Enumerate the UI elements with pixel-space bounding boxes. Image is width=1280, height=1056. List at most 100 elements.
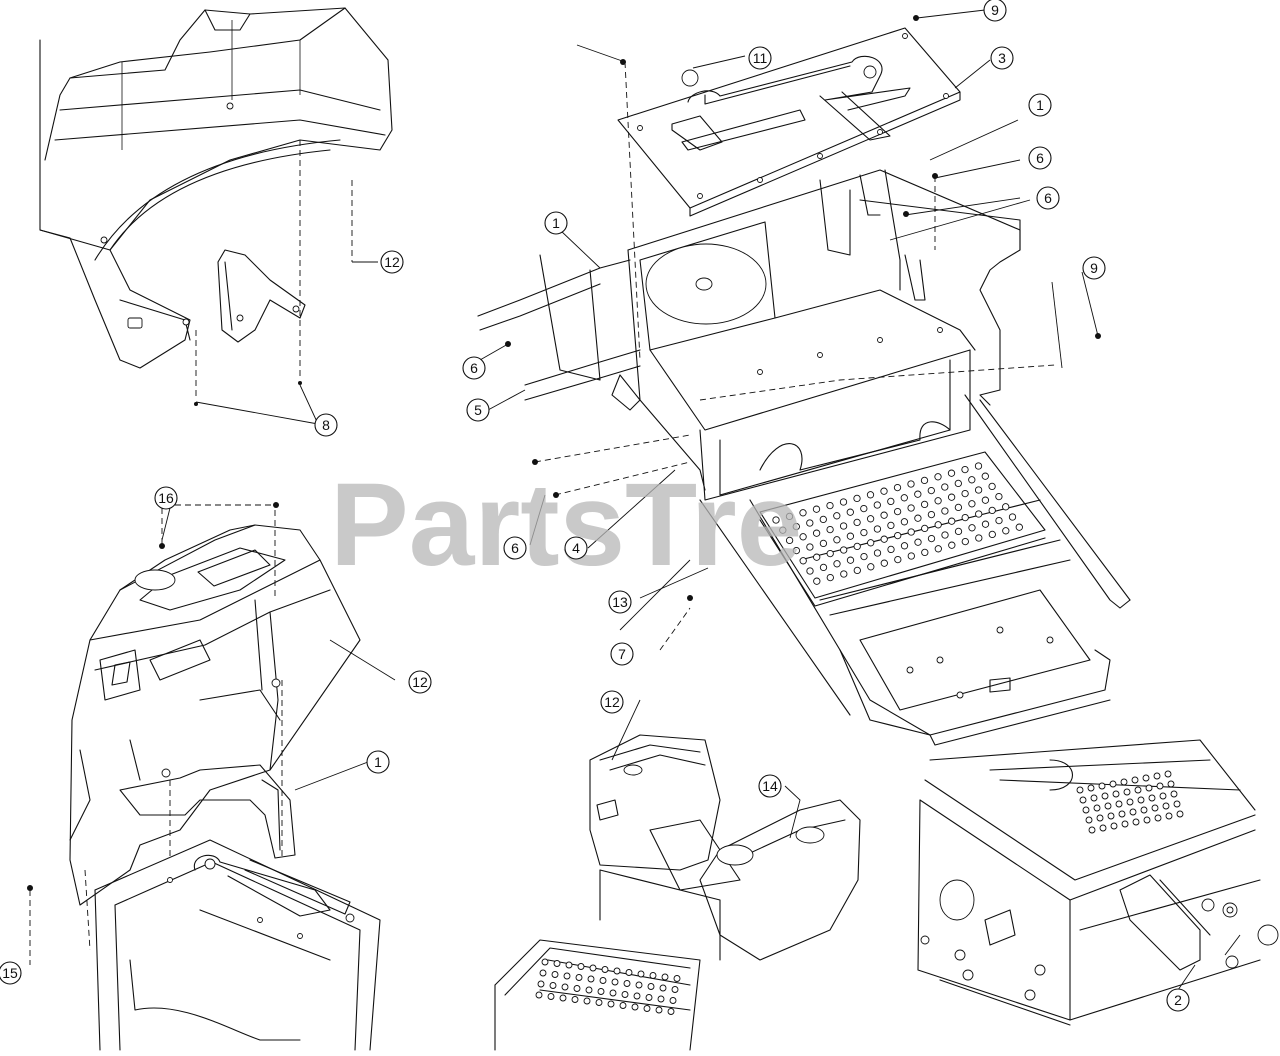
grate-hole xyxy=(1132,818,1140,826)
grate-hole xyxy=(1107,812,1115,820)
svg-text:8: 8 xyxy=(322,417,330,433)
grate-hole xyxy=(799,557,807,565)
grate-hole xyxy=(887,497,895,506)
grate-hole xyxy=(613,967,621,975)
grate-hole xyxy=(657,995,665,1003)
grate-hole xyxy=(1085,816,1093,824)
grate-hole xyxy=(853,566,861,575)
grate-hole xyxy=(894,555,902,564)
grate-hole xyxy=(941,531,949,539)
grate-hole xyxy=(631,1003,639,1011)
grate-hole xyxy=(1082,806,1090,814)
grate-hole xyxy=(1109,780,1117,788)
grate-hole xyxy=(1096,814,1104,822)
grate-hole xyxy=(988,482,996,491)
grate-hole xyxy=(934,521,942,529)
grate-hole xyxy=(609,989,617,997)
grate-hole xyxy=(934,545,942,553)
grate-hole xyxy=(667,1008,675,1015)
grate-hole xyxy=(1134,786,1142,794)
grate-hole xyxy=(1164,770,1172,778)
grate-hole xyxy=(607,1000,615,1008)
grate-hole xyxy=(577,963,585,970)
grate-hole xyxy=(900,518,909,526)
svg-text:9: 9 xyxy=(1090,260,1098,276)
grate-hole xyxy=(833,536,841,544)
rear-fender-panel xyxy=(39,7,393,369)
callout-3: 3 xyxy=(990,46,1014,70)
callout-15: 15 xyxy=(0,961,22,985)
grate-hole xyxy=(880,511,888,519)
grate-hole xyxy=(961,489,969,498)
main-frame xyxy=(477,169,1131,746)
grate-hole xyxy=(779,526,787,534)
svg-text:13: 13 xyxy=(612,594,628,610)
grate-hole xyxy=(880,559,888,567)
grate-hole xyxy=(880,535,888,543)
grate-hole xyxy=(948,541,956,549)
svg-text:3: 3 xyxy=(998,50,1006,66)
grate-hole xyxy=(853,542,861,551)
footrest-grate xyxy=(759,451,1046,607)
grate-hole xyxy=(1104,802,1112,810)
grate-hole xyxy=(860,528,868,537)
grate-hole xyxy=(1112,790,1120,798)
grate-hole xyxy=(894,531,902,540)
grate-hole xyxy=(1120,778,1128,786)
svg-text:6: 6 xyxy=(470,360,478,376)
svg-text:1: 1 xyxy=(552,215,560,231)
grate-hole xyxy=(846,556,855,564)
callout-2: 2 xyxy=(1166,988,1190,1012)
svg-text:6: 6 xyxy=(511,540,519,556)
grate-hole xyxy=(1099,824,1107,832)
svg-text:16: 16 xyxy=(158,490,174,506)
grate-hole xyxy=(948,517,956,525)
grate-hole xyxy=(907,504,915,512)
grate-hole xyxy=(1110,822,1118,830)
grate-hole xyxy=(812,505,821,513)
grate-hole xyxy=(643,1005,651,1012)
callout-14: 14 xyxy=(758,774,782,798)
grate-hole xyxy=(1142,774,1150,782)
grate-hole xyxy=(988,506,996,515)
svg-text:4: 4 xyxy=(572,540,580,556)
grate-hole xyxy=(900,494,908,502)
grate-hole xyxy=(1131,776,1139,784)
grate-hole xyxy=(1002,527,1010,535)
grate-hole xyxy=(645,994,653,1001)
svg-text:1: 1 xyxy=(374,754,382,770)
grate-hole xyxy=(541,958,549,966)
svg-text:6: 6 xyxy=(1044,190,1052,206)
grate-hole xyxy=(867,539,875,547)
grate-hole xyxy=(1008,513,1017,521)
grate-hole xyxy=(1167,780,1175,788)
grate-hole xyxy=(920,476,929,485)
grate-hole xyxy=(813,577,821,585)
grate-hole xyxy=(846,532,855,540)
callout-9-right: 9 xyxy=(1082,256,1106,280)
svg-text:5: 5 xyxy=(474,402,482,418)
grate-hole xyxy=(954,479,962,488)
grate-hole xyxy=(853,518,861,527)
grate-hole xyxy=(880,487,888,495)
grate-hole xyxy=(846,508,854,516)
grate-hole xyxy=(539,969,547,977)
grate-hole xyxy=(921,548,929,557)
grate-hole xyxy=(559,994,567,1002)
grate-hole xyxy=(1156,782,1164,790)
callout-9-top-right: 9 xyxy=(983,0,1007,22)
grate-hole xyxy=(573,985,581,992)
grate-hole xyxy=(840,546,848,554)
grate-hole xyxy=(772,516,780,524)
grate-hole xyxy=(1176,810,1184,818)
grate-hole xyxy=(1121,820,1129,828)
frame-section-lower-left xyxy=(94,839,381,1051)
grate-hole xyxy=(826,501,834,510)
grate-hole xyxy=(975,510,983,518)
grate-hole xyxy=(981,520,990,528)
svg-text:12: 12 xyxy=(384,254,400,270)
grate-hole xyxy=(961,465,969,474)
grate-hole xyxy=(583,997,591,1005)
callout-13: 13 xyxy=(608,590,632,614)
